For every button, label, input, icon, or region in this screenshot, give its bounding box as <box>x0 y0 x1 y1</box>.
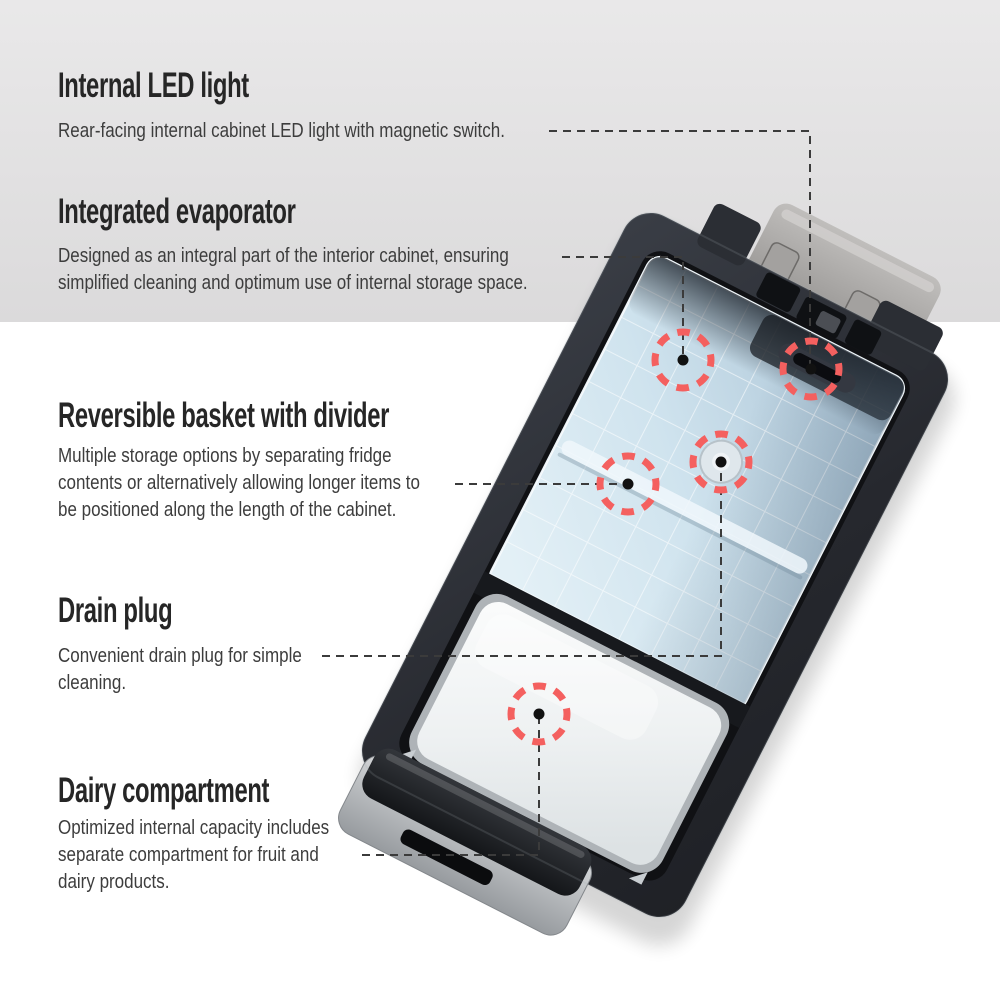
feature-description-line: Multiple storage options by separating f… <box>58 445 392 467</box>
lid-clip-left <box>397 749 417 763</box>
basket-divider <box>561 440 808 574</box>
feature-title: Drain plug <box>58 591 173 630</box>
feature-title: Internal LED light <box>58 66 249 105</box>
feature-description-line: Convenient drain plug for simple <box>58 645 302 667</box>
feature-description-line: separate compartment for fruit and <box>58 844 319 866</box>
marker-led-light <box>779 337 843 401</box>
latch-mechanism <box>756 272 882 355</box>
feature-internal-led-light: Internal LED light Rear-facing internal … <box>58 68 584 145</box>
dairy-compartment-lid <box>409 593 730 873</box>
marker-basket-divider <box>596 452 660 516</box>
feature-drain-plug: Drain plug Convenient drain plug for sim… <box>58 593 345 697</box>
feature-description-line: dairy products. <box>58 871 170 893</box>
feature-description-line: Rear-facing internal cabinet LED light w… <box>58 120 505 142</box>
fridge-product-photo <box>338 203 955 946</box>
leader-drain-plug <box>322 462 722 657</box>
leader-integrated-evaporator <box>562 256 684 360</box>
marker-drain-plug <box>689 430 753 494</box>
feature-title: Integrated evaporator <box>58 192 296 231</box>
background-band <box>0 0 1000 322</box>
feature-integrated-evaporator: Integrated evaporator Designed as an int… <box>58 194 611 297</box>
feature-description-line: contents or alternatively allowing longe… <box>58 472 420 494</box>
feature-title: Reversible basket with divider <box>58 396 390 435</box>
feature-description-line: Optimized internal capacity includes <box>58 817 330 839</box>
feature-reversible-basket: Reversible basket with divider Multiple … <box>58 398 545 524</box>
feature-title: Dairy compartment <box>58 771 270 810</box>
feature-description-line: simplified cleaning and optimum use of i… <box>58 272 528 294</box>
leader-dairy-compartment <box>362 714 540 856</box>
marker-evaporator <box>651 328 715 392</box>
feature-description-line: Designed as an integral part of the inte… <box>58 245 509 267</box>
rear-tab-right <box>863 300 943 371</box>
callout-markers <box>507 328 843 746</box>
rear-tab-left <box>697 203 761 266</box>
wire-basket <box>488 255 906 711</box>
lid-clip-right <box>628 872 648 885</box>
feature-description-line: cleaning. <box>58 672 127 694</box>
feature-description-line: be positioned along the length of the ca… <box>58 499 397 521</box>
feature-dairy-compartment: Dairy compartment Optimized internal cap… <box>58 773 377 896</box>
leader-internal-led-light <box>549 130 811 369</box>
front-handle <box>338 748 593 936</box>
marker-dairy-compartment <box>507 682 571 746</box>
